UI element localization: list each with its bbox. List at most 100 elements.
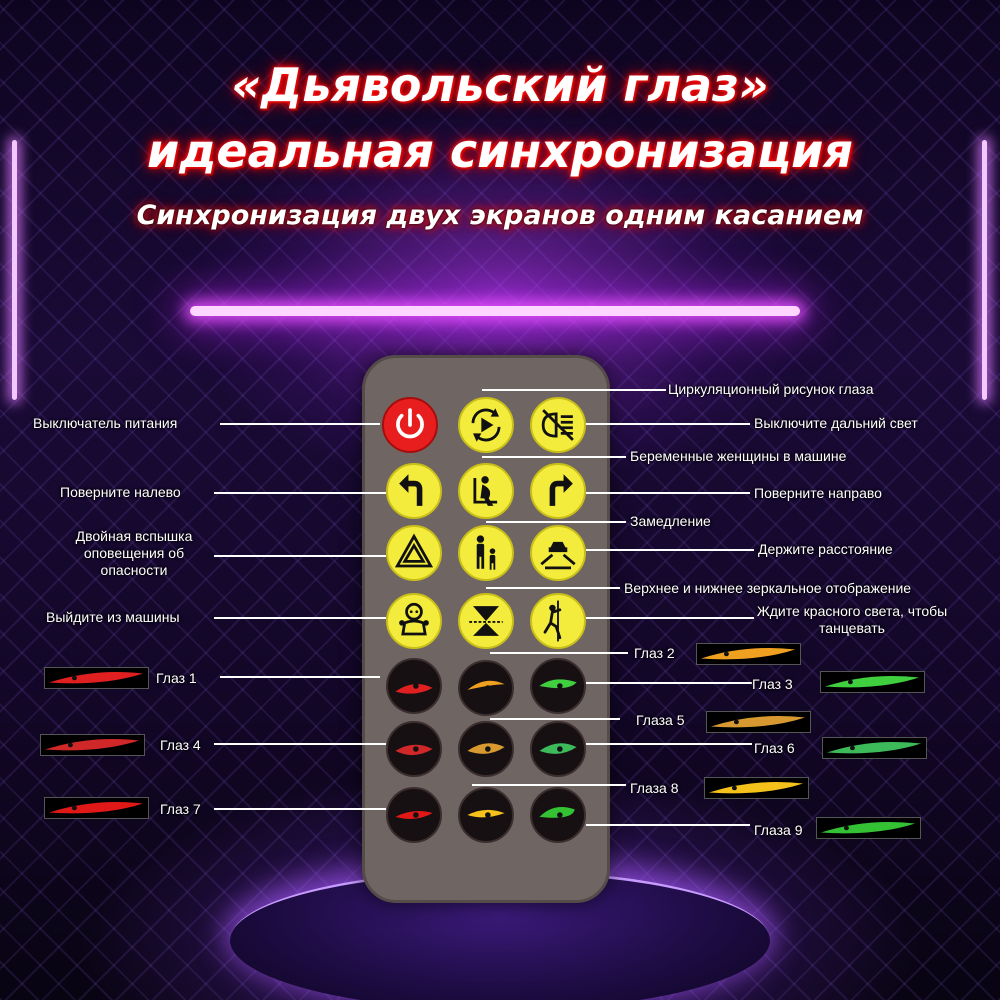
keep-distance-button[interactable]	[530, 525, 586, 581]
connector-mirror	[486, 587, 620, 589]
eye-8-button[interactable]	[458, 787, 514, 843]
neon-light-bar	[190, 306, 800, 316]
connector-eye-6	[586, 743, 752, 745]
connector-red-light	[586, 617, 754, 619]
arrow-left-turn-icon	[399, 474, 423, 506]
connector-power	[220, 423, 380, 425]
label-eye-7: Глаз 7	[160, 801, 201, 817]
eye-icon	[539, 743, 577, 754]
eye-icon	[539, 679, 577, 689]
neon-pillar-right	[982, 140, 987, 400]
pregnant-woman-icon	[473, 476, 498, 506]
connector-eye-9	[586, 824, 750, 826]
label-eye-9: Глаза 9	[754, 822, 803, 838]
eye-icon	[395, 811, 433, 819]
label-high-beam-off: Выключите дальний свет	[754, 415, 918, 431]
parent-child-icon	[476, 535, 496, 570]
headline-line-2: идеальная синхронизация	[147, 124, 853, 178]
connector-turn-right	[586, 492, 750, 494]
label-eye-5: Глаза 5	[636, 712, 685, 728]
connector-eye-1	[220, 676, 380, 678]
eye-icon	[467, 680, 505, 691]
eye-1-button[interactable]	[386, 658, 442, 714]
eye-shape-icon	[44, 738, 140, 751]
power-button[interactable]	[382, 397, 438, 453]
power-icon	[396, 408, 424, 439]
eye-6-button[interactable]	[530, 721, 586, 777]
eye-3-preview	[820, 671, 925, 693]
eye-icon	[467, 809, 505, 818]
eye-shape-icon	[710, 715, 806, 728]
label-eye-8: Глаза 8	[630, 780, 679, 796]
high-beam-off-button[interactable]	[530, 397, 586, 453]
eye-icon	[395, 744, 433, 756]
label-turn-right: Поверните направо	[754, 485, 882, 501]
connector-turn-left	[214, 492, 386, 494]
label-pregnant: Беременные женщины в машине	[630, 448, 847, 464]
eye-8-preview	[704, 777, 809, 799]
label-hazard: Двойная вспышка оповещения об опасности	[75, 528, 193, 578]
eye-icon	[467, 743, 505, 754]
eye-5-button[interactable]	[458, 721, 514, 777]
connector-pregnant	[482, 456, 626, 458]
eye-shape-icon	[820, 821, 916, 834]
connector-eye-cycle	[482, 389, 666, 391]
hazard-button[interactable]	[386, 525, 442, 581]
eye-2-button[interactable]	[458, 660, 514, 716]
mirror-button[interactable]	[458, 593, 514, 649]
eye-7-preview	[44, 797, 149, 819]
label-eye-6: Глаз 6	[754, 740, 795, 756]
headline-line-1: «Дьявольский глаз»	[231, 58, 769, 112]
eye-icon	[395, 683, 433, 694]
eye-7-button[interactable]	[386, 787, 442, 843]
eye-2-preview	[696, 643, 801, 665]
connector-eye-7	[214, 808, 386, 810]
neon-pillar-left	[12, 140, 17, 400]
subtitle: Синхронизация двух экранов одним касание…	[136, 200, 864, 231]
eye-4-preview	[40, 734, 145, 756]
eye-4-button[interactable]	[386, 721, 442, 777]
connector-eye-2	[490, 652, 628, 654]
label-turn-left: Поверните налево	[60, 484, 181, 500]
eye-icon	[539, 806, 575, 818]
eye-1-preview	[44, 667, 149, 689]
connector-eye-5	[490, 718, 620, 720]
pole-dancer-icon	[543, 600, 562, 642]
eye-shape-icon	[708, 781, 804, 794]
eye-9-button[interactable]	[530, 787, 586, 843]
mirror-hourglass-icon	[469, 606, 503, 636]
connector-eye-3	[586, 682, 752, 684]
turn-left-button[interactable]	[386, 463, 442, 519]
connector-keep-distance	[586, 549, 754, 551]
exit-car-button[interactable]	[386, 593, 442, 649]
eye-cycle-button[interactable]	[458, 397, 514, 453]
label-eye-2: Глаз 2	[634, 645, 675, 661]
label-eye-3: Глаз 3	[752, 676, 793, 692]
eye-3-button[interactable]	[530, 658, 586, 714]
label-power: Выключатель питания	[33, 415, 178, 431]
high-beam-off-icon	[541, 409, 574, 441]
label-slow-down: Замедление	[630, 513, 711, 529]
eye-6-preview	[822, 737, 927, 759]
connector-high-beam	[586, 423, 750, 425]
label-mirror: Верхнее и нижнее зеркальное отображение	[624, 580, 912, 596]
hazard-triangle-icon	[394, 533, 434, 568]
pregnant-button[interactable]	[458, 463, 514, 519]
cycle-play-icon	[471, 408, 501, 442]
eye-9-preview	[816, 817, 921, 839]
connector-eye-8	[472, 784, 626, 786]
label-eye-4: Глаз 4	[160, 737, 201, 753]
connector-hazard	[214, 555, 386, 557]
eye-shape-icon	[824, 675, 920, 688]
connector-exit-car	[214, 617, 386, 619]
label-exit-car: Выйдите из машины	[46, 609, 180, 625]
label-eye-1: Глаз 1	[156, 670, 197, 686]
label-red-light-dance: Ждите красного света, чтобы танцевать	[756, 603, 948, 636]
red-light-dance-button[interactable]	[530, 593, 586, 649]
eye-shape-icon	[48, 671, 144, 684]
turn-right-button[interactable]	[530, 463, 586, 519]
arrow-right-turn-icon	[549, 474, 573, 506]
slow-down-button[interactable]	[458, 525, 514, 581]
baby-icon	[399, 602, 429, 636]
eye-shape-icon	[700, 647, 796, 660]
